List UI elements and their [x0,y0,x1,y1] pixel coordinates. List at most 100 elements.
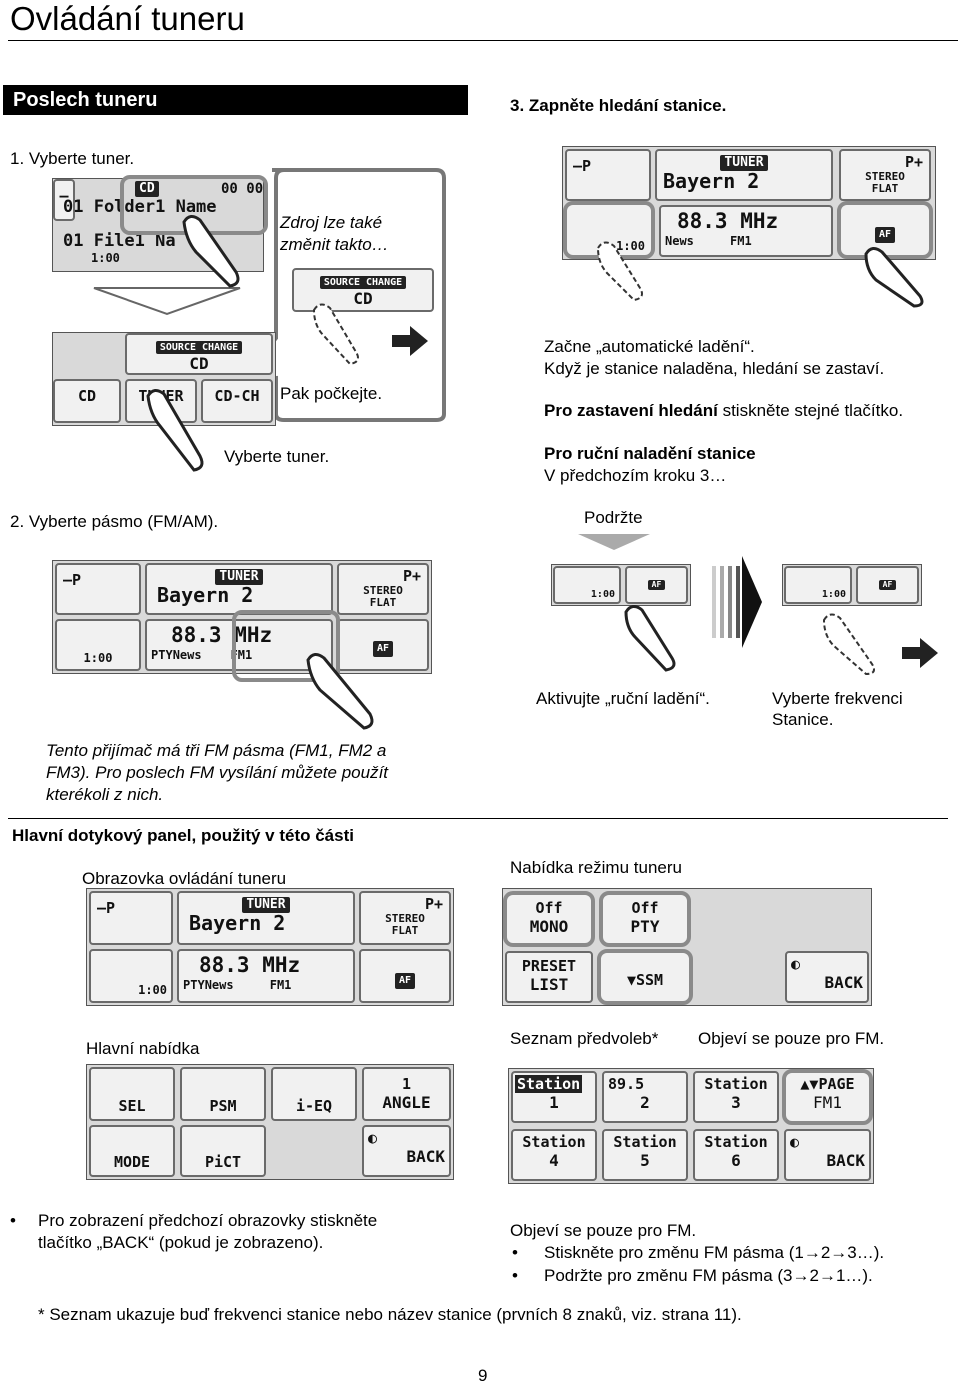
manual-tune-prev: V předchozím kroku 3… [544,466,727,485]
manual-screen-2: 1:00 AF [782,564,922,606]
fm-only-label: Objeví se pouze pro FM. [698,1029,885,1048]
manual-seek-up-2[interactable]: AF [856,566,919,604]
tuner-control-screen: –P TUNER Bayern 2 P+ STEREO FLAT 1:00 88… [86,888,454,1006]
manual-seek-up[interactable]: AF [625,566,688,604]
bubble-text-1: Zdroj lze také [280,213,383,232]
band-highlight [232,610,340,682]
select-tuner-text: Vyberte tuner. [224,447,330,466]
manual-tune-heading: Pro ruční naladění stanice [544,444,756,463]
hand-pointer-icon-2 [146,389,204,472]
bullet-press: Stiskněte pro změnu FM pásma (1→2→3…). [544,1243,885,1262]
right-arrow-icon-2 [902,638,938,668]
section-header: Poslech tuneru [13,89,158,111]
manual-seek-down-2[interactable]: 1:00 [784,566,852,604]
bullet-dot-3: • [512,1266,518,1285]
tc-preset-plus[interactable]: P+ STEREO FLAT [359,891,451,945]
preset-plus-button[interactable]: P+ STEREO FLAT [337,563,429,615]
right-arrow-icon [392,326,428,356]
file-time: 1:00 [91,251,120,265]
back-note-1: Pro zobrazení předchozí obrazovky stiskn… [38,1211,378,1230]
tc-preset-minus[interactable]: –P [89,891,173,945]
back-icon-2: ◐ [368,1129,378,1147]
manual-seek-down[interactable]: 1:00 [553,566,621,604]
step-2: 2. Vyberte pásmo (FM/AM). [10,512,219,531]
ieq-button[interactable]: i-EQ [271,1067,357,1121]
seek-down-button[interactable]: 1:00 [55,619,141,671]
file-name: 01 File1 Na [63,231,176,251]
down-arrow-icon [93,287,241,316]
cd-screen: – CD 00 00 01 Folder1 Name 01 File1 Na 1… [52,178,264,272]
tuner-screen-label: Obrazovka ovládání tuneru [82,869,287,888]
sel-button[interactable]: SEL [89,1067,175,1121]
preset-plus-button-s3[interactable]: P+ STEREO FLAT [839,149,931,201]
source-cd-button[interactable]: CD [53,379,121,423]
back-note-2: tlačítko „BACK“ (pokud je zobrazeno). [38,1233,324,1252]
pict-button[interactable]: PiCT [180,1125,266,1177]
wait-text: Pak počkejte. [280,384,383,403]
select-freq-1: Vyberte frekvenci [772,689,903,708]
source-change-tag-2: SOURCE CHANGE [155,341,243,354]
source-change-button[interactable]: SOURCE CHANGE CD [125,333,273,375]
fm-note-1: Tento přijímač má tři FM pásma (FM1, FM2… [46,741,387,760]
hand-pointer-icon-8 [822,613,875,676]
stop-search-bold: Pro zastavení hledání [544,401,718,420]
source-change-tag: SOURCE CHANGE [319,276,407,289]
bubble-source-change-button[interactable]: SOURCE CHANGE CD [292,268,434,312]
tuner-display-s3: TUNER Bayern 2 [655,149,833,201]
mode-back-button[interactable]: ◐ BACK [785,951,869,1003]
title-rule [8,40,958,41]
frequency-display-s3: 88.3 MHz News FM1 [659,205,833,257]
folder-name: 01 Folder1 Name [63,197,217,217]
select-freq-2: Stanice. [772,710,834,729]
hand-pointer-icon [182,215,240,288]
auto-tune-1: Začne „automatické ladění“. [544,337,755,356]
main-back-button[interactable]: ◐ BACK [362,1125,451,1177]
tc-frequency[interactable]: 88.3 MHz PTYNews FM1 [177,949,355,1003]
stop-search-text: Pro zastavení hledání stiskněte stejné t… [544,400,903,421]
preset-minus-button-s3[interactable]: –P [565,149,651,201]
preset-list-label: Seznam předvoleb* [510,1029,659,1048]
preset-back-button[interactable]: ◐ BACK [784,1129,871,1181]
hold-arrow-icon [578,534,650,550]
hand-pointer-icon-6 [864,247,924,308]
mode-button[interactable]: MODE [89,1125,175,1177]
hand-pointer-icon-3 [312,303,359,366]
tuner-display: TUNER Bayern 2 [145,563,333,615]
cd-prev-button[interactable]: – [53,179,75,221]
preset-minus-button[interactable]: –P [55,563,141,615]
manual-screen-1: 1:00 AF [551,564,691,606]
source-cdch-button[interactable]: CD-CH [201,379,273,423]
cd-time: 00 00 [221,181,264,197]
fm-note-3: kterékoli z nich. [46,785,164,804]
source-change-cd: CD [353,289,373,308]
stop-search-rest: stiskněte stejné tlačítko. [717,401,904,420]
frequency-display[interactable]: 88.3 MHz PTYNews FM1 [145,619,333,671]
panel-section-header: Hlavní dotykový panel, použitý v této čá… [12,826,354,845]
bullet-dot-2: • [512,1243,518,1262]
fm-only-label-2: Objeví se pouze pro FM. [510,1221,697,1240]
footnote: * Seznam ukazuje buď frekvenci stanice n… [38,1305,742,1324]
source-change-current: CD [189,354,209,373]
step-1: 1. Vyberte tuner. [10,149,135,168]
tc-af-seek-up[interactable]: AF [359,949,451,1003]
ssm-button[interactable]: ▼SSM [597,949,693,1005]
psm-button[interactable]: PSM [180,1067,266,1121]
hold-label: Podržte [584,508,643,527]
tc-seek-down[interactable]: 1:00 [89,949,173,1003]
cd-label: CD [135,181,159,197]
auto-tune-2: Když je stanice naladěna, hledání se zas… [544,359,885,378]
back-icon: ◐ [791,955,801,973]
